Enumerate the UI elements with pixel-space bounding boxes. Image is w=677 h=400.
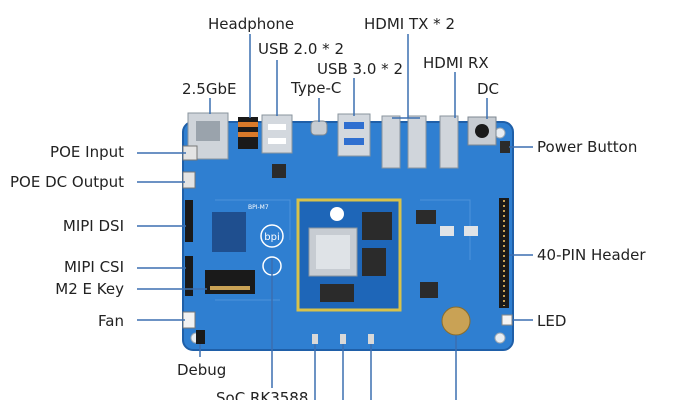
- soc-chip-die: [316, 235, 350, 269]
- test-point: [312, 334, 318, 344]
- hdmi-tx-port: [381, 115, 401, 169]
- bpi-logo-icon: [260, 224, 284, 248]
- usb3-slot: [344, 122, 364, 129]
- pmic-chip: [320, 284, 354, 302]
- power-button: [500, 141, 510, 153]
- board-logo-text: bpi: [264, 232, 279, 243]
- component-chip: [272, 164, 286, 178]
- hdmi-rx-port: [439, 115, 459, 169]
- hdmi-tx-port: [407, 115, 427, 169]
- m2-e-key-slot: [205, 270, 255, 294]
- label-usb2: USB 2.0 * 2: [258, 40, 344, 58]
- label-power-button: Power Button: [537, 138, 637, 156]
- leader-lines: [137, 34, 533, 400]
- label-mipi-dsi: MIPI DSI: [63, 217, 124, 235]
- label-usb3: USB 3.0 * 2: [317, 60, 403, 78]
- poe-dc-output-header: [182, 171, 196, 189]
- som-module: [296, 198, 402, 312]
- led-indicator: [501, 314, 513, 326]
- usb2-port: [261, 114, 293, 154]
- pin-header-40: [499, 198, 509, 308]
- mipi-dsi-connector: [185, 200, 193, 242]
- label-pin-header: 40-PIN Header: [537, 246, 646, 264]
- usb2-slot: [268, 124, 286, 130]
- usb3-port: [337, 113, 371, 157]
- headphone-ring: [238, 132, 258, 137]
- m2-e-key-pins: [210, 286, 250, 290]
- label-poe-dc-output: POE DC Output: [10, 173, 124, 191]
- label-headphone: Headphone: [208, 15, 294, 33]
- debug-header: [196, 330, 205, 344]
- label-dc: DC: [477, 80, 499, 98]
- label-typec: Type-C: [290, 79, 341, 97]
- ram-chip: [362, 248, 386, 276]
- rj45-opening: [196, 121, 220, 141]
- mipi-csi-connector: [185, 256, 193, 296]
- test-point: [368, 334, 374, 344]
- label-m2-e-key: M2 E Key: [55, 280, 124, 298]
- typec-port: [310, 120, 328, 136]
- callout-labels: Headphone HDMI TX * 2 USB 2.0 * 2 USB 3.…: [10, 15, 646, 400]
- usb2-slot: [268, 138, 286, 144]
- silkscreen-trace: [215, 199, 471, 301]
- headphone-ring: [238, 122, 258, 127]
- emmc-chip: [212, 212, 246, 252]
- rtc-battery: [441, 306, 471, 336]
- label-soc: SoC RK3588: [216, 389, 308, 400]
- component-chip: [440, 226, 454, 236]
- label-poe-input: POE Input: [50, 143, 124, 161]
- dc-jack-pin: [475, 124, 489, 138]
- label-hdmi-tx: HDMI TX * 2: [364, 15, 455, 33]
- board-model-silk: BPI-M7: [248, 204, 269, 211]
- label-led: LED: [537, 312, 566, 330]
- component-chip: [416, 210, 436, 224]
- label-mipi-csi: MIPI CSI: [64, 258, 124, 276]
- component-chip: [464, 226, 478, 236]
- mounting-hole: [494, 332, 506, 344]
- label-gbe: 2.5GbE: [182, 80, 236, 98]
- component-chip: [420, 282, 438, 298]
- bpi-logo-icon: [330, 207, 344, 221]
- test-point: [340, 334, 346, 344]
- label-debug: Debug: [177, 361, 226, 379]
- label-hdmi-rx: HDMI RX: [423, 54, 489, 72]
- ram-chip: [362, 212, 392, 240]
- label-fan: Fan: [98, 312, 124, 330]
- usb3-slot: [344, 138, 364, 145]
